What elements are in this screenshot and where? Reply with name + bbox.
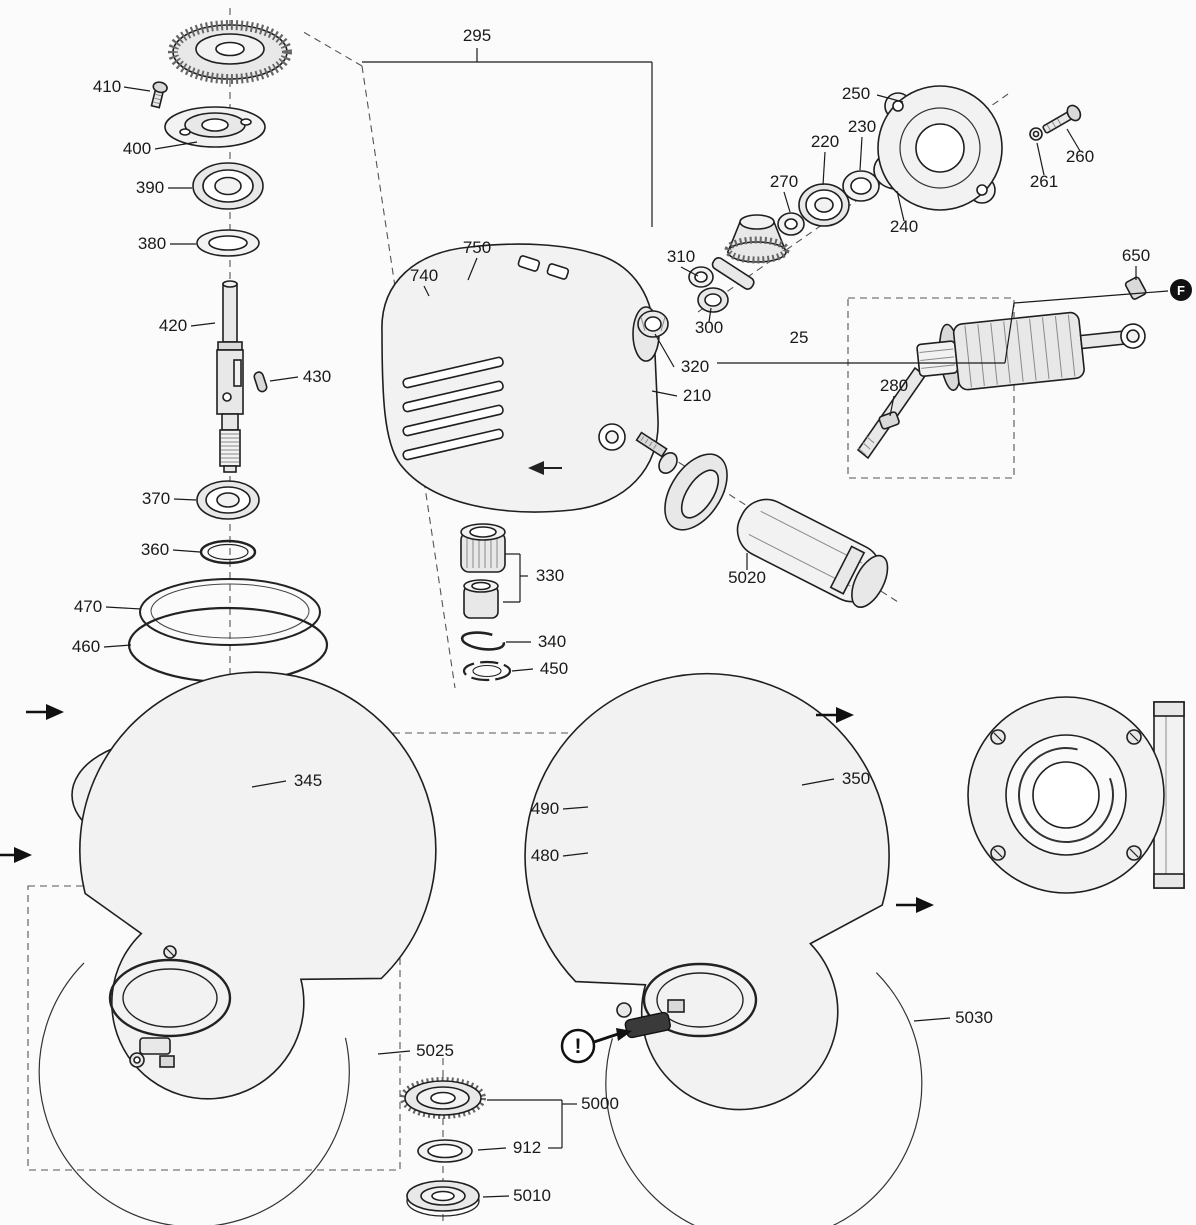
side-handle-5020	[635, 431, 889, 608]
part-label-430: 430	[303, 367, 331, 386]
washer-261	[1029, 127, 1043, 141]
washer-380	[196, 229, 260, 257]
washer-310	[688, 266, 714, 288]
part-label-25: 25	[790, 328, 809, 347]
part-label-460: 460	[72, 637, 100, 656]
mounting-plate	[967, 696, 1185, 894]
flange-400	[164, 106, 266, 148]
bearing-220	[798, 183, 850, 227]
washer-270	[777, 212, 805, 236]
wheel-guard-5025	[38, 671, 437, 1225]
part-label-912: 912	[513, 1138, 541, 1157]
snap-ring-340	[460, 631, 506, 651]
part-label-450: 450	[540, 659, 568, 678]
key-430	[253, 371, 268, 393]
detail-f-badge-label: F	[1177, 283, 1185, 298]
part-280	[878, 411, 900, 430]
direction-arrow-icon	[896, 897, 934, 913]
warning-badge: !	[560, 1028, 632, 1064]
part-label-250: 250	[842, 84, 870, 103]
crown-gear	[168, 20, 292, 84]
direction-arrow-icon	[0, 847, 32, 863]
part-label-270: 270	[770, 172, 798, 191]
bevel-pinion-gear	[711, 214, 790, 290]
clamp-nut-5010	[406, 1180, 480, 1217]
part-label-345: 345	[294, 771, 322, 790]
part-label-5020: 5020	[728, 568, 766, 587]
part-label-470: 470	[74, 597, 102, 616]
part-label-5010: 5010	[513, 1186, 551, 1205]
warning-badge-label: !	[575, 1035, 582, 1058]
part-label-390: 390	[136, 178, 164, 197]
washer-230	[842, 170, 880, 202]
part-label-5025: 5025	[416, 1041, 454, 1060]
part-label-650: 650	[1122, 246, 1150, 265]
part-label-360: 360	[141, 540, 169, 559]
lock-washer-450	[462, 660, 512, 682]
part-label-230: 230	[848, 117, 876, 136]
part-label-310: 310	[667, 247, 695, 266]
ring-360	[199, 539, 257, 565]
part-label-300: 300	[695, 318, 723, 337]
sleeve-set-330	[460, 523, 506, 619]
backing-flange-5000	[400, 1077, 486, 1119]
part-label-420: 420	[159, 316, 187, 335]
part-label-350: 350	[842, 769, 870, 788]
part-label-240: 240	[890, 217, 918, 236]
part-label-210: 210	[683, 386, 711, 405]
disc-spring-470	[139, 578, 321, 646]
screw-260	[1042, 104, 1082, 134]
bearing-390	[192, 162, 264, 210]
bearing-flange-250	[877, 85, 1003, 211]
direction-arrow-icon	[816, 707, 854, 723]
part-label-740: 740	[410, 266, 438, 285]
part-label-5030: 5030	[955, 1008, 993, 1027]
leader-lines	[103, 48, 1169, 1198]
bearing-370	[196, 480, 260, 520]
part-label-340: 340	[538, 632, 566, 651]
spindle-420	[216, 280, 244, 473]
part-label-370: 370	[142, 489, 170, 508]
part-label-400: 400	[123, 139, 151, 158]
part-label-260: 260	[1066, 147, 1094, 166]
washer-300	[697, 287, 729, 313]
part-label-480: 480	[531, 846, 559, 865]
screw-410	[150, 81, 168, 109]
direction-arrow-icon	[26, 704, 64, 720]
washer-912	[417, 1139, 473, 1163]
part-label-330: 330	[536, 566, 564, 585]
part-label-410: 410	[93, 77, 121, 96]
part-label-5000: 5000	[581, 1094, 619, 1113]
part-label-280: 280	[880, 376, 908, 395]
part-label-261: 261	[1030, 172, 1058, 191]
part-label-380: 380	[138, 234, 166, 253]
part-label-220: 220	[811, 132, 839, 151]
wheel-guard-5030	[524, 672, 923, 1225]
nut-320	[637, 310, 669, 338]
part-label-320: 320	[681, 357, 709, 376]
part-label-490: 490	[531, 799, 559, 818]
gear-housing-210	[381, 243, 660, 513]
detail-f-badge: F	[1170, 279, 1192, 301]
part-label-295: 295	[463, 26, 491, 45]
part-label-750: 750	[463, 238, 491, 257]
